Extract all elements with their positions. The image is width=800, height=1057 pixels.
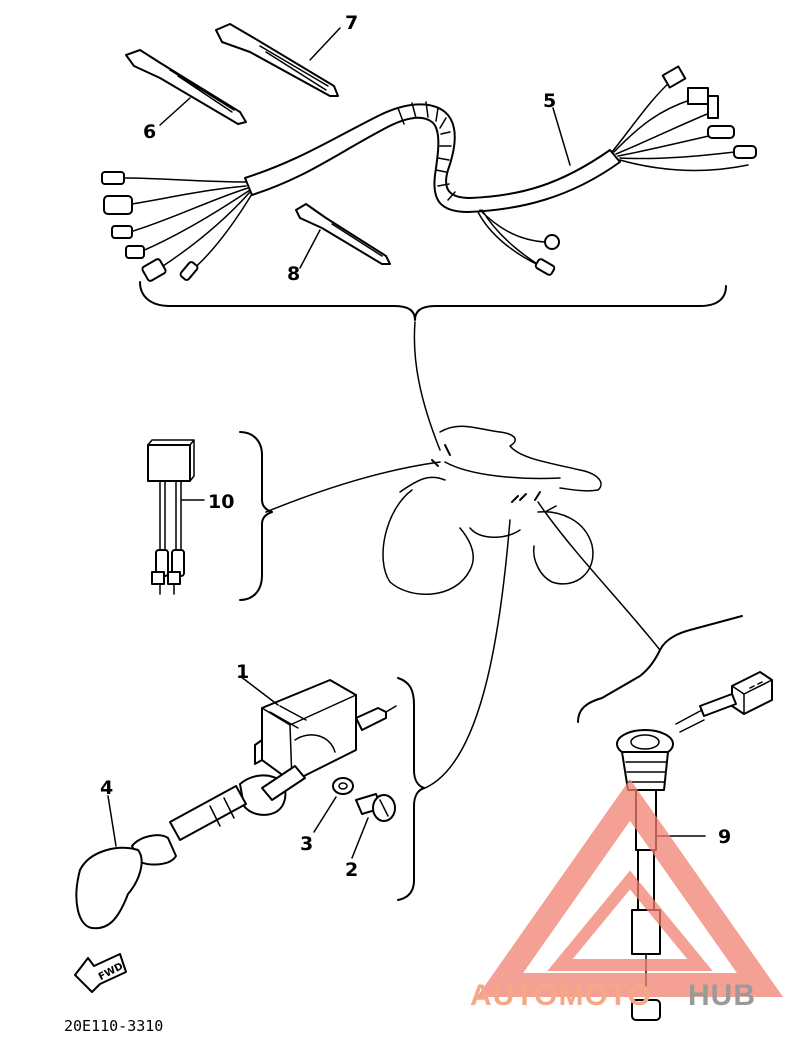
callout-2: 2 — [345, 859, 358, 881]
callout-leaders — [107, 27, 571, 859]
watermark-triangle-outer — [476, 779, 784, 997]
watermark-text-2: HUB — [688, 979, 756, 1012]
callout-6: 6 — [143, 121, 156, 143]
bracket-1 — [397, 677, 425, 901]
part-code: 20E110-3310 — [64, 1017, 163, 1035]
callout-8: 8 — [287, 263, 300, 285]
bracket-10 — [239, 431, 273, 601]
callout-7: 7 — [345, 12, 358, 34]
part-2-bolt — [355, 793, 396, 822]
watermark: AUTOMOTO HUB — [470, 779, 784, 1012]
cable-tie-6 — [125, 49, 247, 125]
watermark-triangle-inner — [547, 870, 713, 971]
callout-1: 1 — [236, 661, 249, 683]
part-3-washer — [332, 777, 354, 795]
callout-10: 10 — [208, 491, 234, 513]
callout-5: 5 — [543, 90, 556, 112]
cable-tie-7 — [215, 23, 339, 97]
wire-harness — [101, 65, 757, 282]
harness-bracket — [139, 281, 727, 321]
watermark-text-1: AUTOMOTO — [470, 979, 652, 1012]
cable-tie-8 — [295, 203, 391, 265]
callout-3: 3 — [300, 833, 313, 855]
leader-lines — [265, 321, 661, 791]
fwd-arrow-icon: FWD — [74, 953, 127, 993]
part-4-spark-plug-cap — [75, 765, 306, 930]
bracket-9 — [577, 615, 743, 723]
callout-4: 4 — [100, 777, 113, 799]
part-10-rectifier — [147, 439, 195, 595]
callout-9: 9 — [718, 826, 731, 848]
motorcycle-outline — [382, 425, 602, 596]
part-1-cdi-unit — [254, 679, 397, 783]
